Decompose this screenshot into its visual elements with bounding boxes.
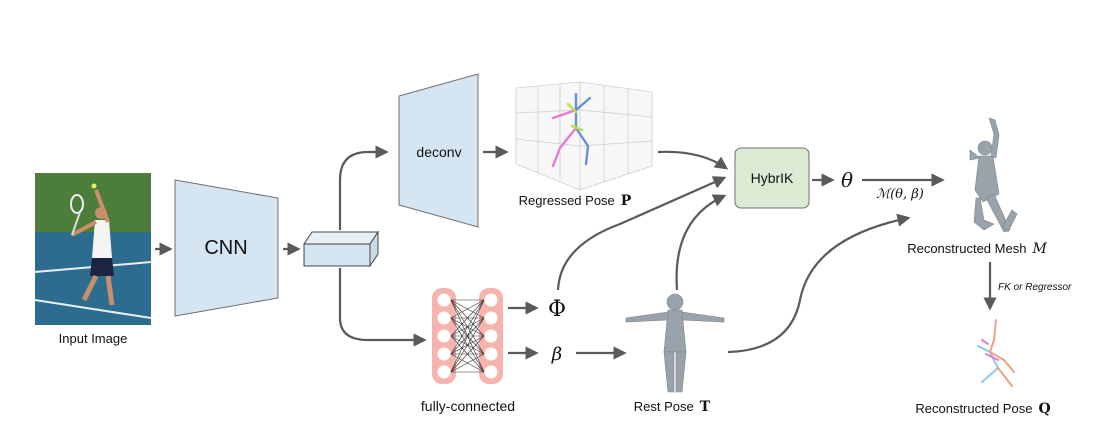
hybrik-block: [734, 147, 810, 209]
tennis-player-icon: [70, 183, 115, 306]
reconstructed-mesh-figure: [969, 117, 1018, 233]
phi-symbol: Φ: [548, 297, 566, 322]
hybrik-label: HybrIK: [751, 170, 794, 186]
cnn-block: [174, 179, 279, 317]
input-image-label: Input Image: [59, 331, 128, 346]
regressed-pose-plot: [515, 81, 653, 191]
fk-label: FK or Regressor: [998, 282, 1072, 293]
theta-symbol: θ: [841, 168, 853, 192]
arrow-feature-to-deconv: [338, 145, 389, 230]
arrow-restpose-to-hybrik: [675, 194, 727, 291]
fully-connected-label: fully-connected: [421, 398, 515, 414]
deconv-block: [398, 73, 479, 228]
fc-connection: [450, 299, 485, 355]
fc-connection: [450, 353, 485, 373]
arrow-feature-to-fc: [338, 268, 427, 347]
reconstructed-pose-skeleton: [977, 319, 1015, 387]
fc-connection: [450, 335, 485, 373]
fc-connection: [450, 299, 485, 373]
cnn-label: CNN: [204, 237, 247, 259]
rest-pose-figure: [625, 293, 725, 393]
fully-connected-block: [432, 288, 503, 384]
feature-vector-block: [303, 230, 379, 268]
deconv-label: deconv: [416, 144, 461, 160]
input-image: [34, 173, 152, 325]
beta-symbol: β: [551, 344, 562, 365]
regressed-pose-skeleton: [551, 92, 592, 168]
fc-connection: [450, 299, 485, 319]
arrow-phi-to-hybrik: [556, 176, 727, 291]
arrow-restpose-to-mesh: [727, 213, 911, 354]
mesh-function-label: ℳ(θ, β): [876, 187, 924, 202]
fc-connection: [450, 299, 485, 337]
arrow-pose-to-hybrik: [657, 150, 729, 170]
fc-connection: [450, 317, 485, 373]
